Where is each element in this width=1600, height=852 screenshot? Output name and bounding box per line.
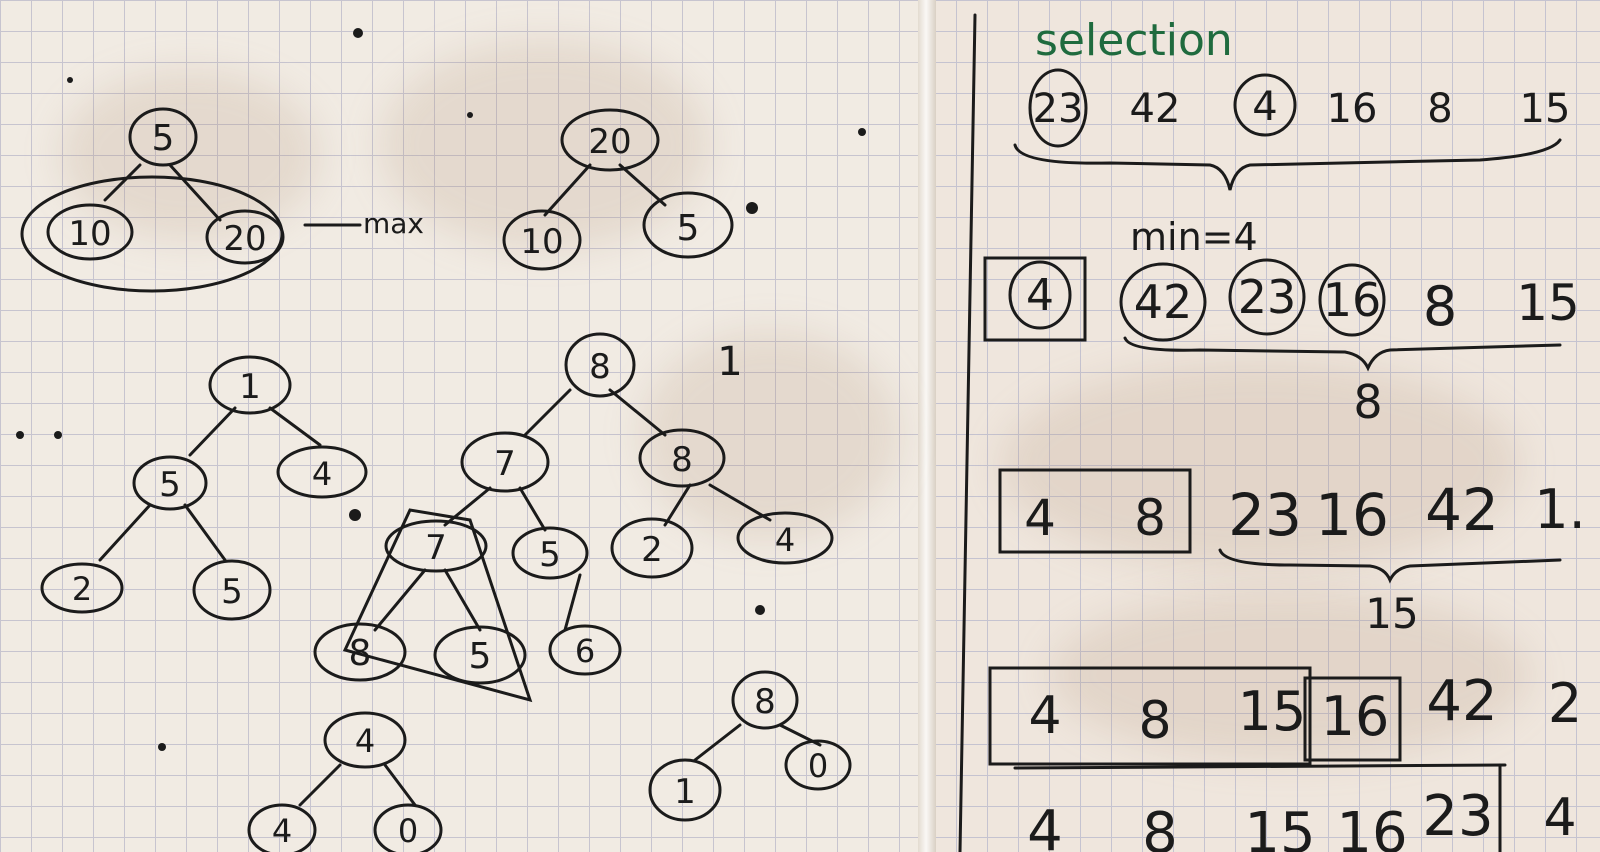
row4-value: 8: [1138, 691, 1171, 751]
ink-marker: 1: [717, 339, 742, 385]
notebook-spine: [918, 0, 936, 852]
node-label: 8: [671, 440, 693, 480]
row2-value: 4: [1026, 270, 1054, 321]
node-label: 8: [349, 633, 372, 674]
node-label: 5: [677, 208, 700, 249]
left-notebook-page: [0, 0, 925, 852]
row3-value: 23: [1228, 481, 1302, 549]
row1-value: 23: [1033, 86, 1084, 132]
row3-below: 15: [1365, 589, 1418, 638]
row2-value: 23: [1238, 270, 1297, 324]
row1-value: 15: [1520, 86, 1571, 132]
stain: [1000, 360, 1520, 570]
min-label: min=4: [1130, 215, 1258, 259]
heap-after: 20 10 5: [502, 108, 734, 271]
ink-dots: [16, 28, 866, 751]
tree-d: 8 1 0: [648, 670, 852, 822]
heap-before: 5 10 20: [20, 107, 285, 293]
tree-b: 8 7 8 7 5 2 4 8 5 6: [313, 332, 834, 703]
row4-value: 4: [1028, 686, 1061, 746]
node-label: 4: [272, 812, 292, 850]
row5-value: 15: [1244, 801, 1315, 852]
row1-value: 16: [1327, 86, 1378, 132]
row3-value: 8: [1134, 489, 1166, 547]
row1-value: 4: [1252, 84, 1277, 130]
node-label: 10: [68, 214, 111, 254]
row3-value: 1.: [1534, 478, 1586, 541]
node-label: 8: [754, 682, 776, 722]
node-label: 1: [239, 367, 261, 407]
selection-title: selection: [1035, 15, 1233, 66]
margin-line: [958, 13, 977, 852]
node-label: 1: [674, 772, 696, 812]
row5-value: 16: [1336, 801, 1407, 852]
row1-value: 8: [1427, 86, 1452, 132]
node-label: 5: [152, 118, 175, 159]
row5-value: 4: [1543, 788, 1576, 848]
row5-value: 23: [1422, 784, 1493, 849]
row2-below: 8: [1353, 375, 1382, 429]
row2-value: 15: [1516, 274, 1580, 332]
node-label: 6: [575, 632, 595, 670]
row-1: 23 42 4 16 8 15: [1013, 68, 1571, 191]
node-label: 2: [641, 530, 663, 570]
row2-value: 42: [1134, 275, 1193, 329]
row4-value: 16: [1321, 685, 1390, 748]
row5-value: 8: [1142, 801, 1178, 852]
row4-value: 2: [1548, 672, 1582, 735]
node-label: 5: [221, 572, 243, 612]
tree-c: 4 4 0: [247, 711, 443, 852]
node-label: 4: [775, 521, 795, 559]
node-label: 2: [72, 570, 92, 608]
row3-value: 16: [1315, 481, 1389, 549]
node-label: 5: [539, 535, 561, 575]
row-3: 4 8 23 16 42 1. 15: [998, 468, 1586, 638]
max-label: max: [363, 207, 424, 240]
node-label: 5: [159, 465, 181, 505]
stain: [1050, 590, 1530, 760]
row4-value: 42: [1426, 669, 1497, 734]
node-label: 0: [808, 747, 828, 785]
max-arrow: max: [303, 207, 424, 240]
node-label: 0: [398, 812, 418, 850]
node-label: 4: [312, 455, 332, 493]
node-label: 4: [355, 722, 375, 760]
row2-value: 8: [1423, 275, 1457, 338]
row1-value: 42: [1130, 86, 1181, 132]
tree-a: 1 5 4 2 5: [40, 355, 368, 621]
node-label: 20: [223, 219, 266, 259]
row2-value: 16: [1323, 273, 1382, 327]
row3-value: 42: [1425, 476, 1499, 544]
node-label: 5: [469, 636, 492, 677]
row-4: 4 8 15 16 42 2: [988, 666, 1582, 766]
row-2: 4 42 23 16 8 15 8: [983, 256, 1580, 429]
node-label: 8: [589, 347, 611, 387]
node-label: 7: [425, 528, 447, 568]
node-label: 20: [588, 122, 631, 162]
right-notebook-page: [925, 0, 1600, 852]
row-5: 4 8 15 16 23 4: [1013, 763, 1577, 852]
row5-value: 4: [1027, 799, 1063, 852]
row3-value: 4: [1024, 489, 1056, 547]
stain: [640, 330, 900, 540]
node-label: 7: [494, 444, 516, 484]
node-label: 10: [520, 222, 563, 262]
row4-value: 15: [1238, 680, 1307, 743]
